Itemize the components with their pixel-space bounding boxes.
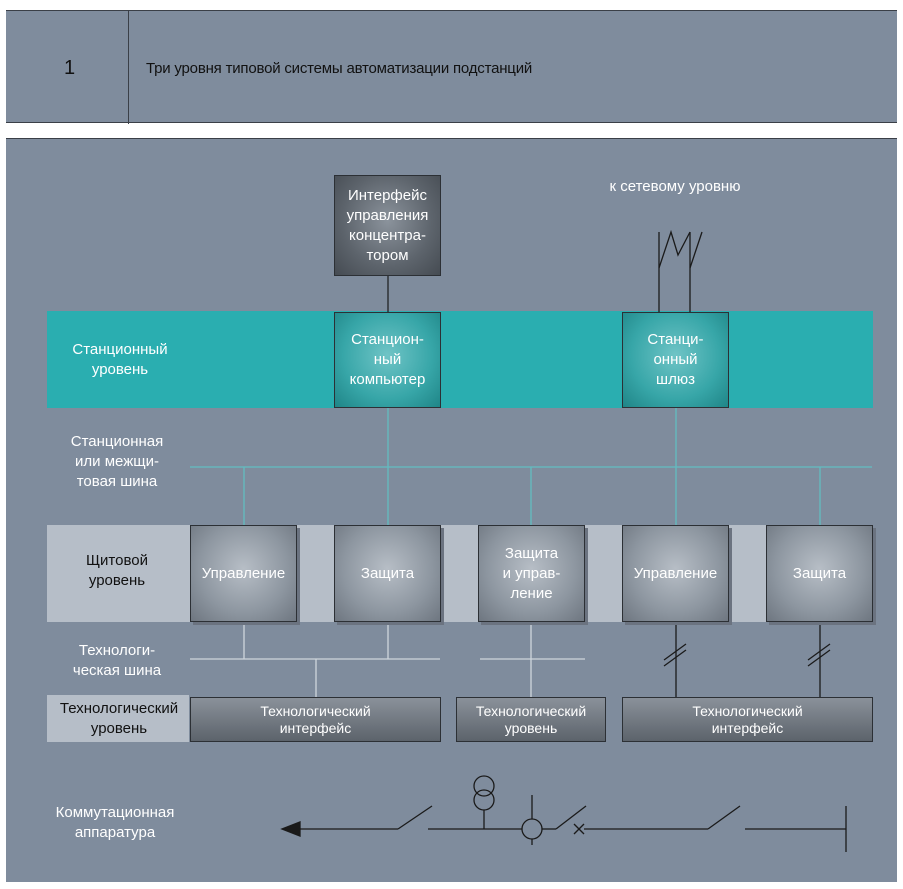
bay-level-label: Щитовой уровень <box>85 552 148 589</box>
bay-control-box-2: Управление <box>622 525 729 622</box>
bay-level-band <box>47 525 873 622</box>
bay-protection-box-2: Защита <box>766 525 873 622</box>
hmi-box: Интерфейс управления концентра- тором <box>334 175 441 276</box>
process-level-label: Технологический уровень <box>59 700 179 737</box>
station-computer-box: Станцион- ный компьютер <box>334 312 441 408</box>
switchgear-label: Коммутационная аппаратура <box>55 804 175 841</box>
process-level-box: Технологический уровень <box>456 697 606 742</box>
process-interface-box-2: Технологический интерфейс <box>622 697 873 742</box>
bay-control-box: Управление <box>190 525 297 622</box>
header-divider <box>128 11 129 124</box>
process-bus-label: Технологи- ческая шина <box>72 642 162 679</box>
figure-header: 1 Три уровня типовой системы автоматизац… <box>6 10 897 124</box>
figure-number: 1 <box>64 57 76 79</box>
station-bus-label: Станционная или межщи- товая шина <box>70 433 164 490</box>
station-level-band <box>47 311 873 408</box>
to-network-label: к сетевому уровню <box>609 178 741 195</box>
figure-title: Три уровня типовой системы автоматизации… <box>146 60 533 77</box>
station-level-label: Станционный уровень <box>72 341 168 378</box>
station-gateway-box: Станци- онный шлюз <box>622 312 729 408</box>
process-level-band <box>47 695 189 742</box>
diagram-panel <box>6 138 897 882</box>
bay-protection-box: Защита <box>334 525 441 622</box>
process-interface-box: Технологический интерфейс <box>190 697 441 742</box>
bay-protection-control-box: Защита и управ- ление <box>478 525 585 622</box>
